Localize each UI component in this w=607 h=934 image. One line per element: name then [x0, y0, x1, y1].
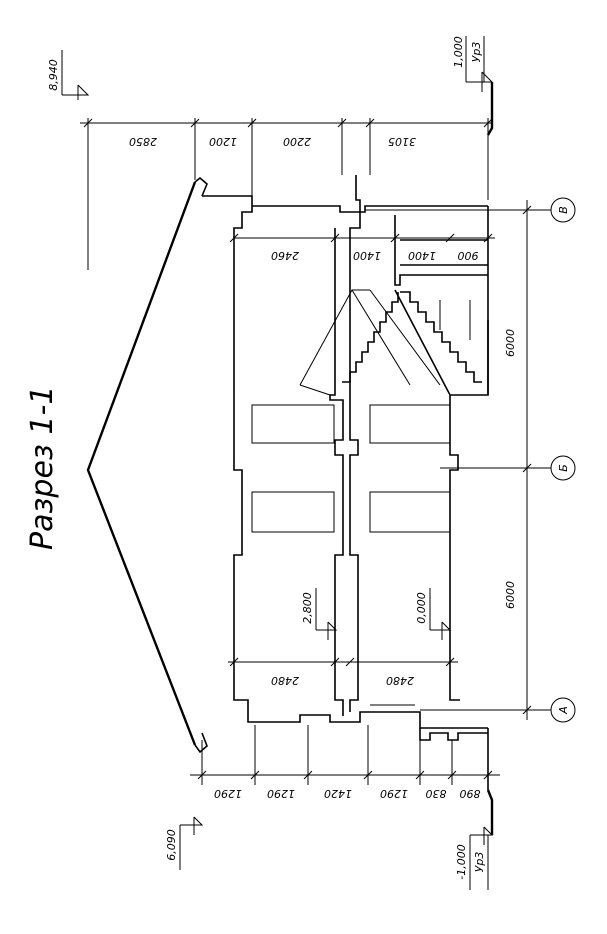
- axis-label-b: Б: [557, 464, 570, 472]
- top-dim-1: 2850: [129, 135, 157, 148]
- top-dim-2: 1200: [209, 135, 237, 148]
- stair-lower: [394, 289, 489, 396]
- span-dim-2: 6000: [504, 581, 517, 609]
- building-walls: [202, 195, 489, 790]
- level-eave: 6,090: [165, 829, 178, 861]
- roof-eave-top: [194, 176, 208, 197]
- floor-dim-2: 2480: [386, 674, 414, 687]
- level-bottom-label: Ур3: [473, 852, 486, 873]
- bottom-dim-2: 1290: [267, 787, 295, 800]
- level-right-top: 1,000: [452, 36, 465, 68]
- top-dim-3: 2200: [283, 135, 311, 148]
- level-top-ridge: 8,940: [47, 59, 60, 91]
- level-floor-2: 2,800: [301, 592, 314, 624]
- floor-dim-1: 2480: [271, 674, 299, 687]
- level-mark-right-top: 1,000 Ур3: [452, 36, 494, 136]
- level-right-top-label: Ур3: [470, 42, 483, 63]
- level-mark-floor-2: 2,800: [301, 588, 338, 640]
- bottom-dim-ticks: [197, 770, 493, 780]
- mid-dim-4: 900: [458, 249, 479, 262]
- level-bottom: -1,000: [455, 844, 468, 879]
- mid-dim-1: 2460: [271, 249, 299, 262]
- axis-dim-ticks: [522, 205, 532, 715]
- level-mark-eave: 6,090: [165, 816, 204, 870]
- stair-lines: [299, 289, 471, 396]
- mid-dim-2: 1400: [353, 249, 381, 262]
- drawing-title: Разрез 1-1: [25, 386, 60, 550]
- level-floor-1: 0,000: [415, 592, 428, 624]
- bottom-dim-6: 890: [460, 787, 481, 800]
- bottom-dim-5: 830: [426, 787, 447, 800]
- foundation: [370, 704, 488, 741]
- bottom-dim-3: 1420: [324, 787, 352, 800]
- level-mark-floor-1: 0,000: [415, 588, 452, 640]
- windows: [251, 404, 451, 533]
- span-dim-1: 6000: [504, 329, 517, 357]
- axis-label-a: А: [557, 706, 570, 715]
- mid-dim-3: 1400: [408, 249, 436, 262]
- roof-eave-bottom: [194, 732, 208, 754]
- stair-upper: [342, 292, 399, 383]
- level-mark-top-ridge: 8,940: [47, 50, 90, 100]
- top-dim-4: 3105: [388, 135, 416, 148]
- mid-dim-ticks: [229, 233, 493, 243]
- bottom-dim-4: 1290: [380, 787, 408, 800]
- bottom-dim-1: 1290: [214, 787, 242, 800]
- top-dim-ticks: [83, 118, 493, 128]
- roof-line: [86, 181, 197, 746]
- floor-dim-ticks: [229, 657, 455, 667]
- level-mark-bottom: -1,000 Ур3: [455, 789, 494, 890]
- outer-wall-right: [394, 215, 488, 701]
- axis-label-v: В: [557, 206, 570, 214]
- floor-slab-2: [329, 175, 361, 716]
